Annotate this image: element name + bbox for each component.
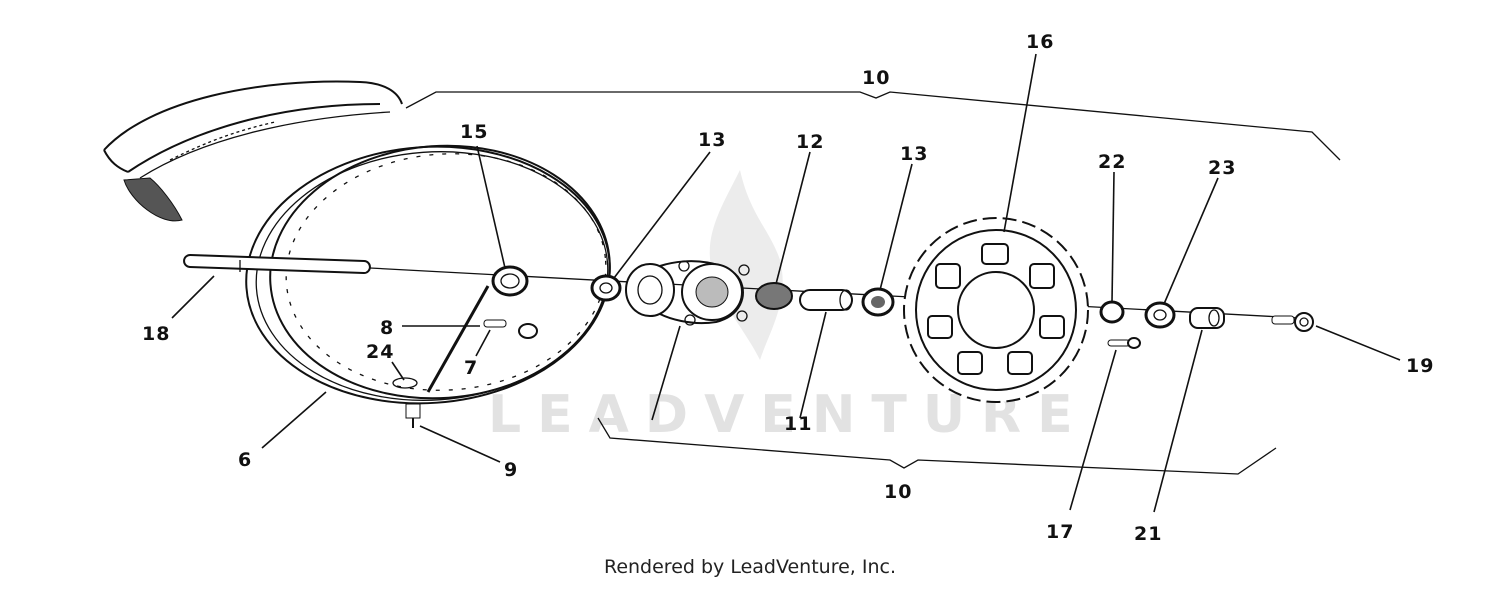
spacer-icon [799, 289, 853, 311]
leader-lines [171, 53, 1401, 513]
nipple-icon [483, 319, 538, 339]
callout-7: 7 [464, 357, 478, 379]
callout-9: 9 [504, 459, 518, 481]
callout-10-bottom: 10 [884, 481, 912, 503]
callout-18: 18 [142, 323, 170, 345]
callout-19: 19 [1406, 355, 1434, 377]
callout-6: 6 [238, 449, 252, 471]
nut-19-icon [1271, 312, 1314, 332]
valve-icon [405, 403, 421, 428]
callout-22: 22 [1098, 151, 1126, 173]
callout-24: 24 [366, 341, 394, 363]
rim-icon [245, 144, 611, 405]
hub-icon [625, 260, 750, 326]
spoke-icon [426, 285, 490, 393]
bearing-23-icon [1144, 301, 1176, 329]
callout-8: 8 [380, 317, 394, 339]
sprocket-icon [903, 217, 1089, 403]
collar-21-icon [1189, 307, 1225, 329]
assembly-bracket-bottom [597, 417, 1277, 475]
bolt-17-icon [1107, 337, 1141, 349]
bearing-15-icon [491, 265, 529, 297]
callout-12: 12 [796, 131, 824, 153]
callout-11: 11 [784, 413, 812, 435]
callout-16: 16 [1026, 31, 1054, 53]
bearing-13-right-icon [861, 287, 895, 317]
bearing-12-icon [755, 282, 793, 310]
callouts: 10 10 15 13 12 13 16 22 23 18 8 24 7 6 9… [142, 31, 1434, 545]
callout-17: 17 [1046, 521, 1074, 543]
assembly-bracket-top [405, 91, 1341, 161]
callout-13-left: 13 [698, 129, 726, 151]
axle-icon [183, 253, 371, 275]
callout-23: 23 [1208, 157, 1236, 179]
callout-13-right: 13 [900, 143, 928, 165]
callout-15: 15 [460, 121, 488, 143]
callout-10-top: 10 [862, 67, 890, 89]
rim-strip-icon [392, 377, 418, 389]
seal-22-icon [1099, 300, 1125, 324]
tire-icon [103, 80, 403, 222]
footer-credit: Rendered by LeadVenture, Inc. [603, 556, 897, 578]
callout-21: 21 [1134, 523, 1162, 545]
bearing-13-left-icon [590, 274, 622, 302]
